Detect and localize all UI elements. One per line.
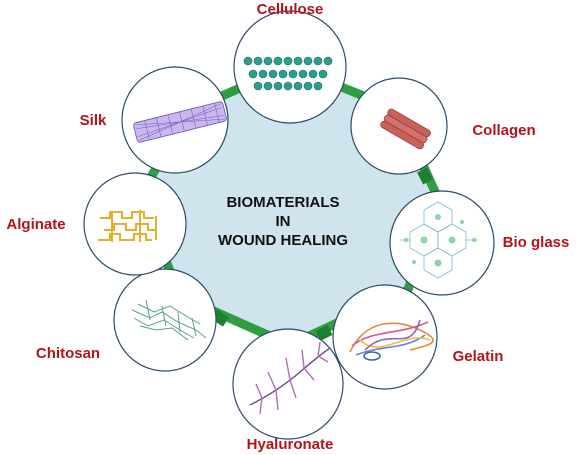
label-bioglass: Bio glass — [503, 234, 570, 251]
node-bioglass — [389, 190, 495, 296]
label-gelatin: Gelatin — [453, 348, 504, 365]
label-hyaluronate: Hyaluronate — [247, 436, 334, 453]
label-alginate: Alginate — [6, 216, 65, 233]
node-chitosan — [113, 268, 217, 372]
node-cellulose — [233, 10, 347, 124]
label-silk: Silk — [80, 112, 107, 129]
node-gelatin — [332, 284, 438, 390]
center-line-1: BIOMATERIALS — [226, 194, 339, 211]
label-cellulose: Cellulose — [257, 1, 324, 18]
label-collagen: Collagen — [472, 122, 535, 139]
node-hyaluronate — [232, 328, 344, 440]
node-silk — [121, 66, 229, 174]
center-title: BIOMATERIALS IN WOUND HEALING — [218, 194, 348, 249]
hyaluronate-branch-icon — [249, 341, 331, 415]
gelatin-strands-icon — [349, 319, 434, 361]
label-chitosan: Chitosan — [36, 345, 100, 362]
chitosan-mesh-icon — [131, 299, 207, 341]
node-alginate — [83, 172, 187, 276]
collagen-fibers-icon — [380, 108, 431, 150]
node-collagen — [350, 77, 448, 175]
bioglass-network-icon — [400, 201, 478, 279]
alginate-lattice-icon — [98, 210, 157, 242]
center-line-3: WOUND HEALING — [218, 232, 348, 249]
cellulose-chain-icon — [243, 56, 333, 91]
center-line-2: IN — [276, 213, 291, 230]
silk-fiber-icon — [133, 101, 227, 143]
